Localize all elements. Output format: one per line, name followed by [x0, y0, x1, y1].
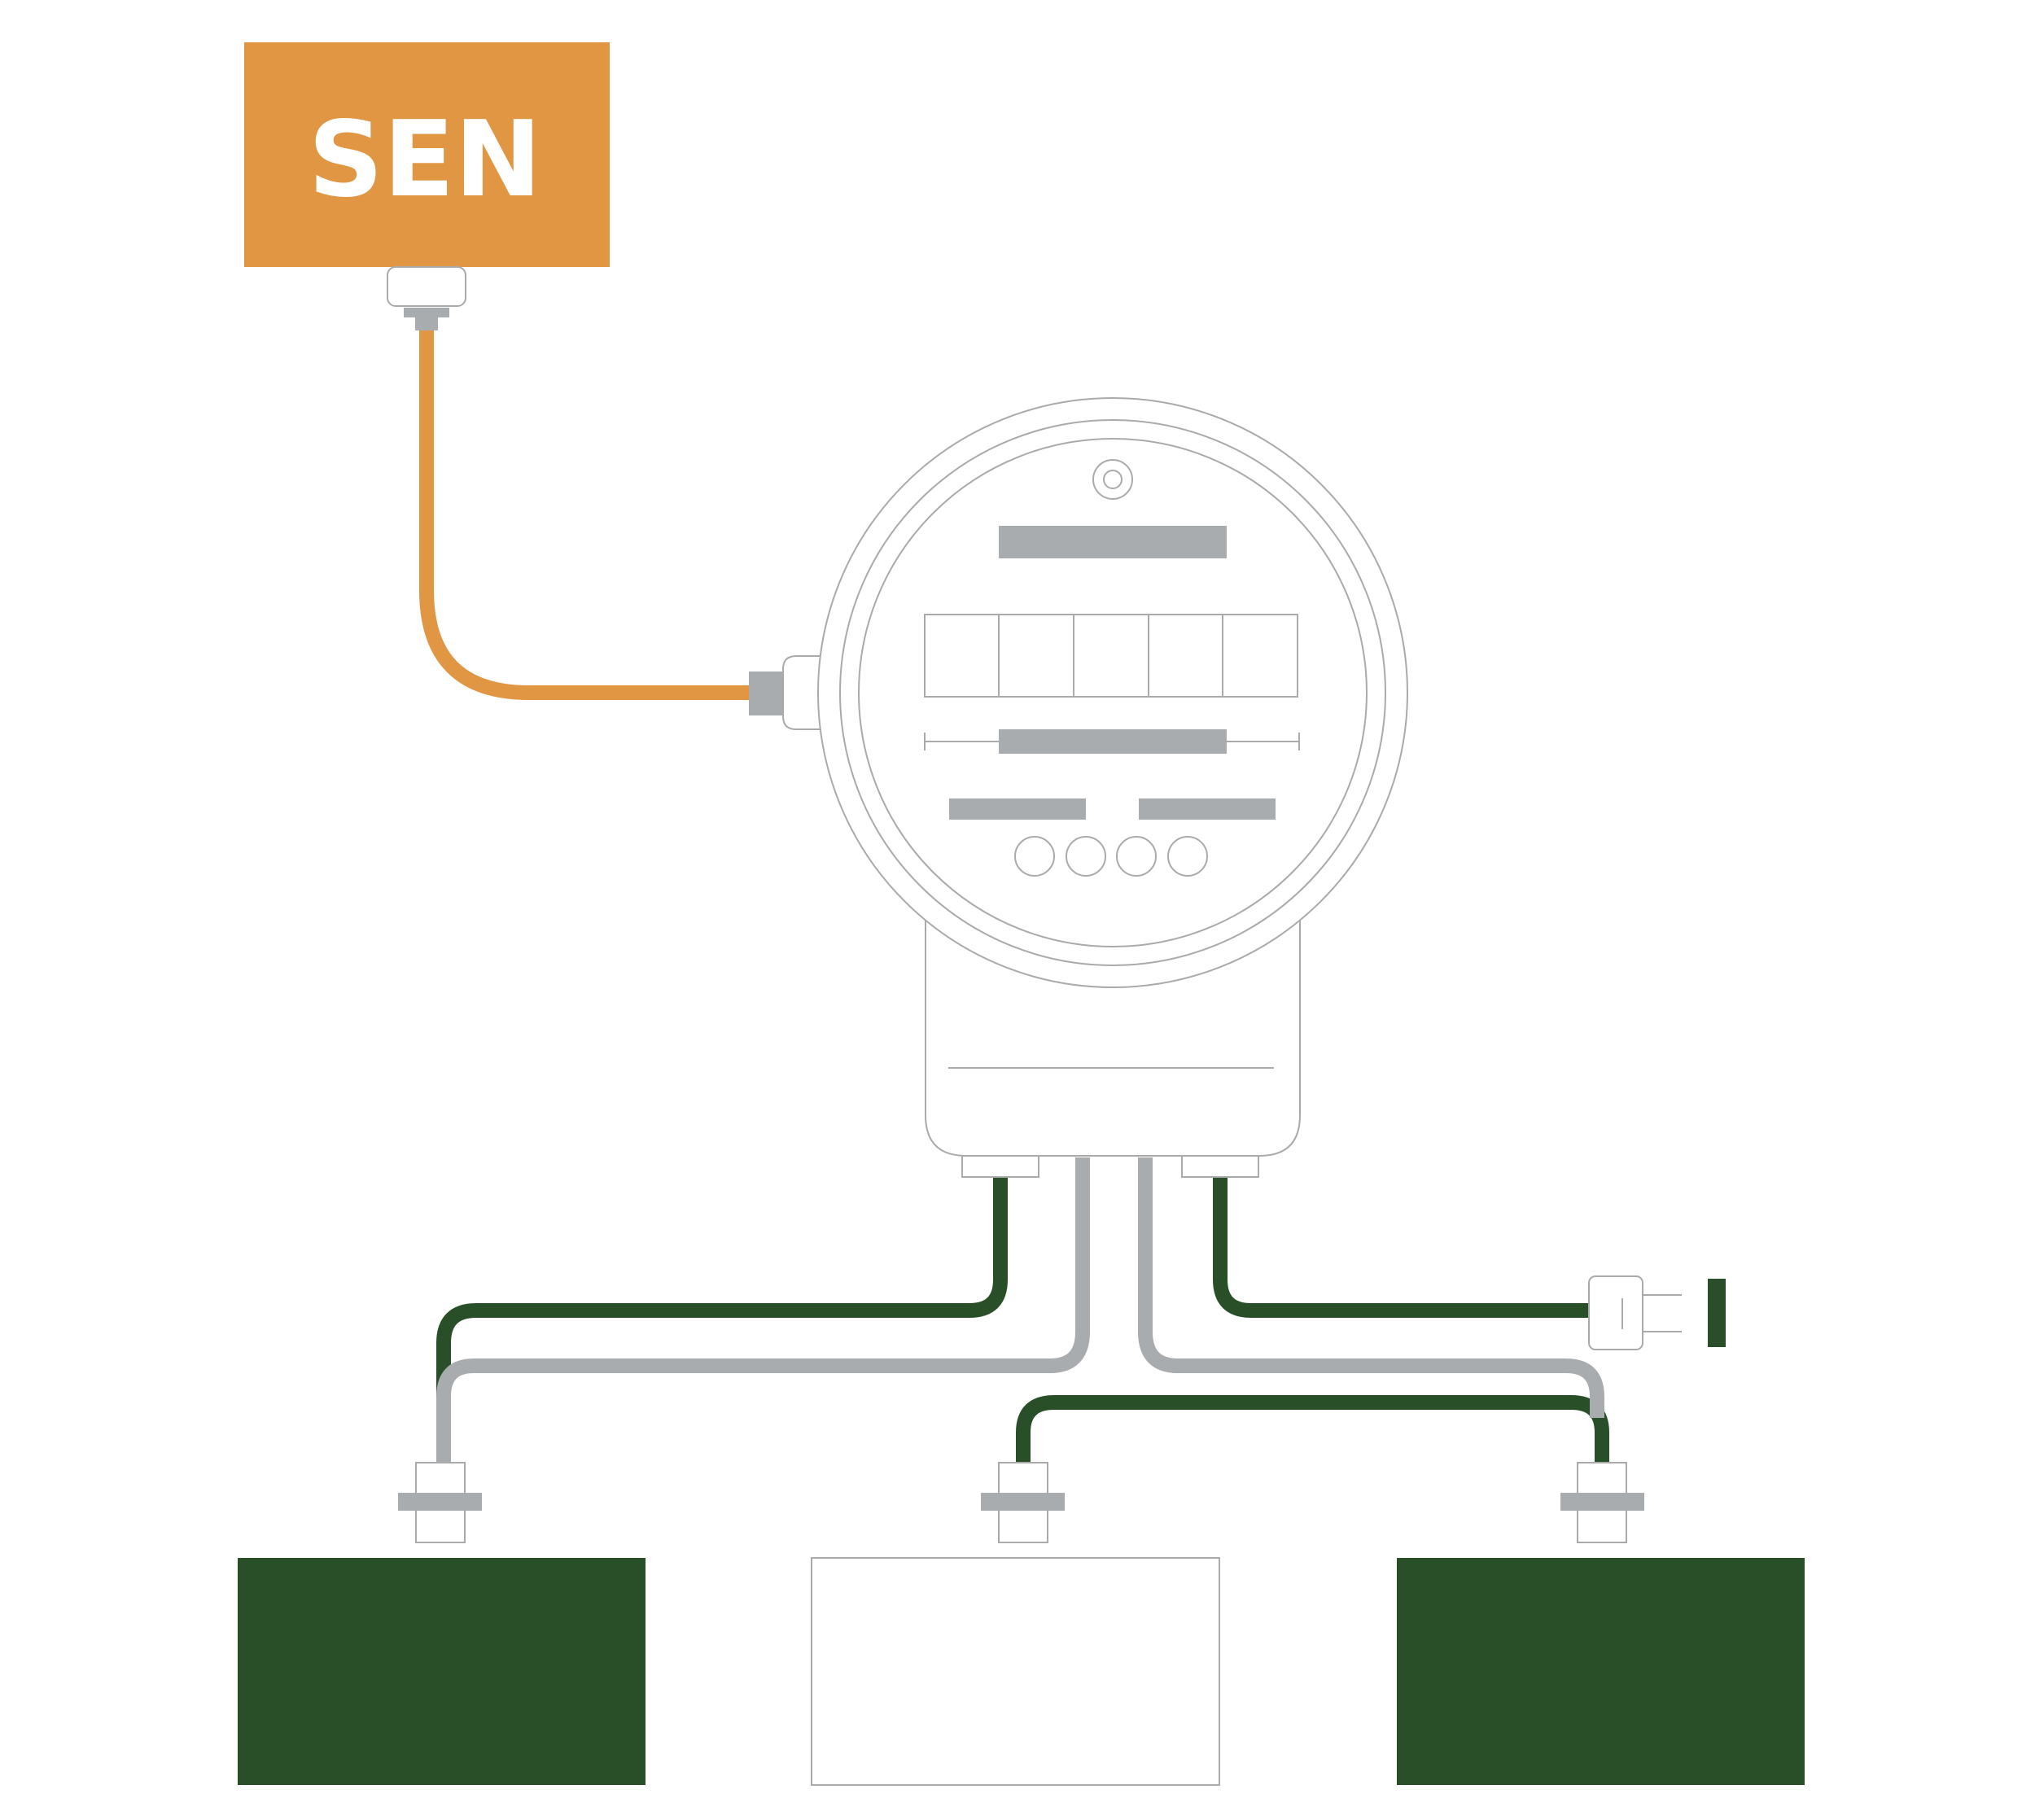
cable-grey-left: [436, 1157, 1090, 1465]
cable-green-plug: [1213, 1177, 1589, 1318]
sensor-box: [244, 42, 610, 267]
button-3[interactable]: [1116, 836, 1157, 877]
side-connector-housing: [782, 655, 822, 730]
label-bar-top: [999, 526, 1227, 558]
cable-grey-right: [1138, 1157, 1604, 1418]
power-plug-icon: [1588, 1275, 1682, 1350]
button-1[interactable]: [1014, 836, 1055, 877]
sensor-connector: [387, 266, 466, 307]
device-center: [811, 1557, 1220, 1786]
wall-socket-icon: [1708, 1279, 1726, 1347]
device-left: [238, 1558, 646, 1785]
cable-green-bridge: [1016, 1395, 1609, 1463]
terminal-block-right: [1181, 1155, 1259, 1178]
button-2[interactable]: [1066, 836, 1106, 877]
button-4[interactable]: [1167, 836, 1208, 877]
device-right: [1397, 1558, 1805, 1785]
device-connector-left: [398, 1462, 482, 1543]
terminal-block-left: [961, 1155, 1039, 1178]
device-connector-right: [1560, 1462, 1644, 1543]
bar-indicator: [924, 729, 1300, 754]
sensor-label: SEN: [309, 99, 542, 221]
display-panel: [924, 614, 1298, 698]
label-bar-right: [1139, 798, 1276, 820]
sensor-cable: [419, 330, 753, 700]
cable-green-left: [436, 1177, 1008, 1412]
device-connector-center: [981, 1462, 1065, 1543]
side-connector-plug: [749, 672, 785, 715]
label-bar-left: [949, 798, 1086, 820]
screw-icon-inner: [1103, 470, 1123, 489]
sensor-connector-nut: [404, 308, 449, 317]
sensor-connector-stem: [415, 317, 438, 330]
